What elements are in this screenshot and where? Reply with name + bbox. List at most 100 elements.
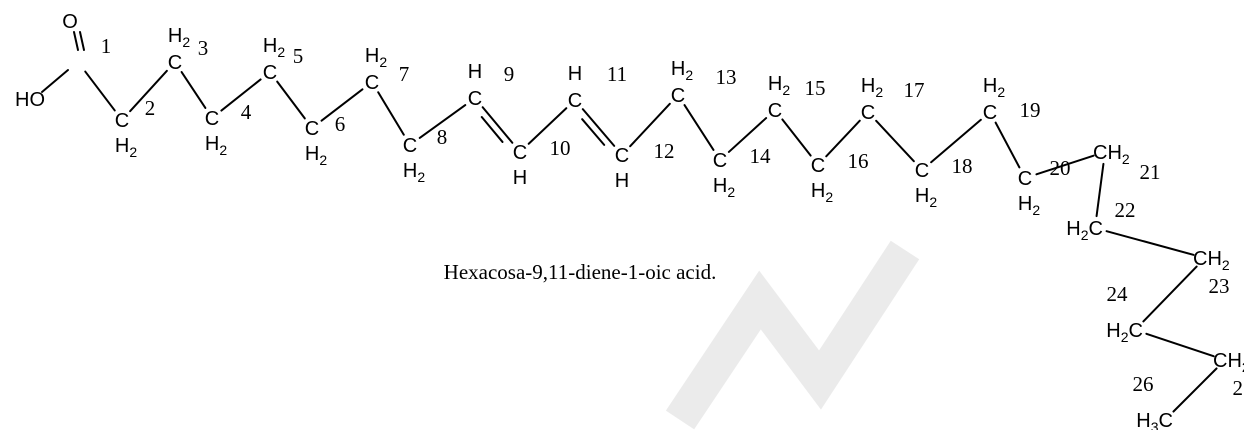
atom-8: C (403, 135, 417, 157)
carbonyl-bond-a (73, 31, 79, 51)
hydrogens-18: H2 (915, 185, 937, 210)
carbon-number-23: 23 (1209, 274, 1230, 298)
hydrogens-12: H (615, 170, 629, 192)
bond-19-20 (994, 121, 1021, 169)
atom-14: C (713, 150, 727, 172)
hydroxyl-bond (41, 69, 69, 93)
bond-25-26 (1172, 367, 1218, 413)
atom-9: C (468, 88, 482, 110)
carbon-number-6: 6 (335, 112, 346, 136)
carbon-number-7: 7 (399, 62, 410, 86)
carbon-number-19: 19 (1020, 98, 1041, 122)
carbon-number-20: 20 (1050, 156, 1071, 180)
hydrogens-11: H (568, 63, 582, 85)
hydrogens-13: H2 (671, 58, 693, 83)
carbon-number-17: 17 (904, 78, 925, 102)
atom-18: C (915, 160, 929, 182)
atom-25: CH2 (1213, 350, 1244, 375)
bond-2-3 (129, 69, 168, 113)
carbon-number-13: 13 (716, 65, 737, 89)
atom-4: C (205, 108, 219, 130)
carbon-number-4: 4 (241, 100, 252, 124)
atom-13: C (671, 85, 685, 107)
carbon-number-18: 18 (952, 154, 973, 178)
bond-18-19 (930, 118, 982, 164)
atom-20: C (1018, 168, 1032, 190)
carbon-number-24: 24 (1107, 282, 1129, 306)
atom-15: C (768, 100, 782, 122)
bond-21-22 (1095, 162, 1105, 218)
bond-5-6 (276, 80, 306, 120)
carbon-number-14: 14 (750, 144, 772, 168)
atom-3: C (168, 52, 182, 74)
carbon-number-16: 16 (848, 149, 869, 173)
bond-24-25 (1145, 332, 1215, 358)
bond-4-5 (220, 78, 262, 112)
hydrogens-14: H2 (713, 175, 735, 200)
hydrogens-8: H2 (403, 160, 425, 185)
atom-24: H2C (1106, 320, 1143, 345)
bond-17-18 (875, 119, 915, 163)
carbon-number-2: 2 (145, 96, 156, 120)
hydrogens-10: H (513, 167, 527, 189)
bond-20-21 (1035, 154, 1095, 176)
hydrogens-17: H2 (861, 75, 883, 100)
carbon-number-9: 9 (504, 62, 515, 86)
hydrogens-7: H2 (365, 45, 387, 70)
bond-15-16 (781, 118, 812, 157)
bond-8-9 (418, 104, 467, 139)
atom-5: C (263, 62, 277, 84)
atom-7: C (365, 72, 379, 94)
carbonyl-oxygen: O (62, 11, 78, 33)
carbon-number-12: 12 (654, 139, 675, 163)
bond-layer (41, 31, 1218, 413)
bond-3-4 (180, 71, 207, 109)
atom-11: C (568, 90, 582, 112)
atom-12: C (615, 145, 629, 167)
carbon-number-5: 5 (293, 44, 304, 68)
bond-1-2 (84, 70, 116, 112)
bond-23-24 (1142, 265, 1198, 323)
atom-16: C (811, 155, 825, 177)
hydrogens-16: H2 (811, 180, 833, 205)
hydrogens-6: H2 (305, 143, 327, 168)
bond-12-13 (629, 102, 671, 148)
carbon-number-11: 11 (607, 62, 627, 86)
atom-10: C (513, 142, 527, 164)
hydrogens-20: H2 (1018, 193, 1040, 218)
bond-13-14 (683, 104, 715, 151)
bond-14-15 (727, 117, 768, 153)
carbon-number-26: 26 (1133, 372, 1154, 396)
double-bond-9-10 (480, 116, 504, 143)
hydrogens-5: H2 (263, 35, 285, 60)
compound-name-caption: Hexacosa-9,11-diene-1-oic acid. (444, 260, 717, 284)
hydrogens-3: H2 (168, 25, 190, 50)
bond-16-17 (825, 119, 861, 158)
atom-19: C (983, 102, 997, 124)
atom-2: C (115, 110, 129, 132)
carbon-number-21: 21 (1140, 160, 1161, 184)
carbon-number-22: 22 (1115, 198, 1136, 222)
carbon-number-3: 3 (198, 36, 209, 60)
hydrogens-4: H2 (205, 133, 227, 158)
atom-23: CH2 (1193, 248, 1230, 273)
watermark (665, 240, 920, 430)
bond-22-23 (1105, 230, 1195, 256)
bond-10-11 (527, 107, 568, 145)
atom-26: H3C (1136, 410, 1173, 430)
carbon-number-25: 25 (1233, 376, 1244, 400)
hydroxyl-group: HO (15, 89, 45, 111)
bond-7-8 (377, 91, 405, 136)
bond-6-7 (320, 88, 364, 122)
hydrogens-9: H (468, 61, 482, 83)
hydrogens-15: H2 (768, 73, 790, 98)
hydrogens-19: H2 (983, 75, 1005, 100)
atom-6: C (305, 118, 319, 140)
bond-9-10 (481, 106, 514, 144)
carbon-number-1: 1 (101, 34, 112, 58)
carbonyl-bond-b (79, 31, 85, 51)
carbon-number-10: 10 (550, 136, 571, 160)
